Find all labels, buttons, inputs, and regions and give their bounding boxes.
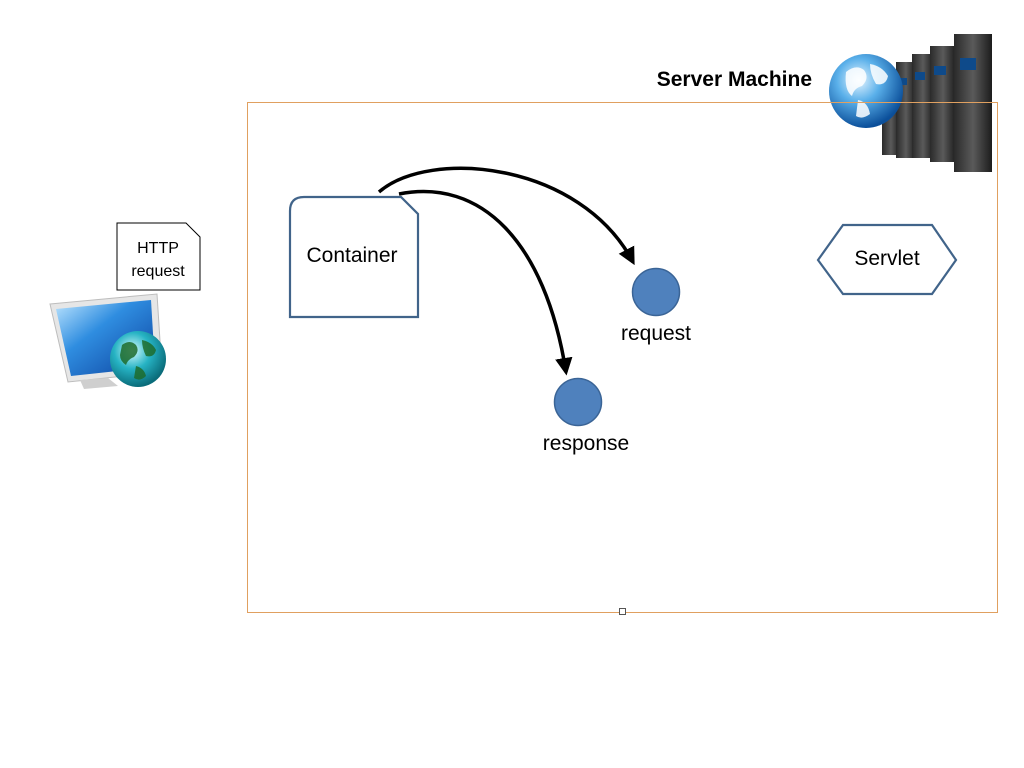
arrow-container-to-response [398, 189, 573, 376]
server-rack-globe-icon [829, 34, 992, 172]
request-label: request [620, 322, 692, 345]
computer-globe-icon [49, 293, 166, 389]
servlet-shape [816, 223, 958, 296]
response-object [553, 377, 603, 427]
http-request-line-2: request [131, 263, 185, 280]
server-machine-boundary [247, 102, 998, 613]
response-label: response [542, 432, 630, 455]
http-request-line-1: HTTP [137, 240, 179, 257]
container-shape [288, 195, 420, 319]
servlet-label: Servlet [854, 247, 920, 270]
server-machine-title: Server Machine [656, 68, 812, 91]
request-object [631, 267, 681, 317]
http-request-note [116, 222, 201, 291]
arrow-container-to-request [377, 166, 635, 266]
container-label: Container [306, 244, 398, 267]
http-request-label: HTTP request [117, 237, 199, 283]
selection-handle[interactable] [619, 608, 626, 615]
